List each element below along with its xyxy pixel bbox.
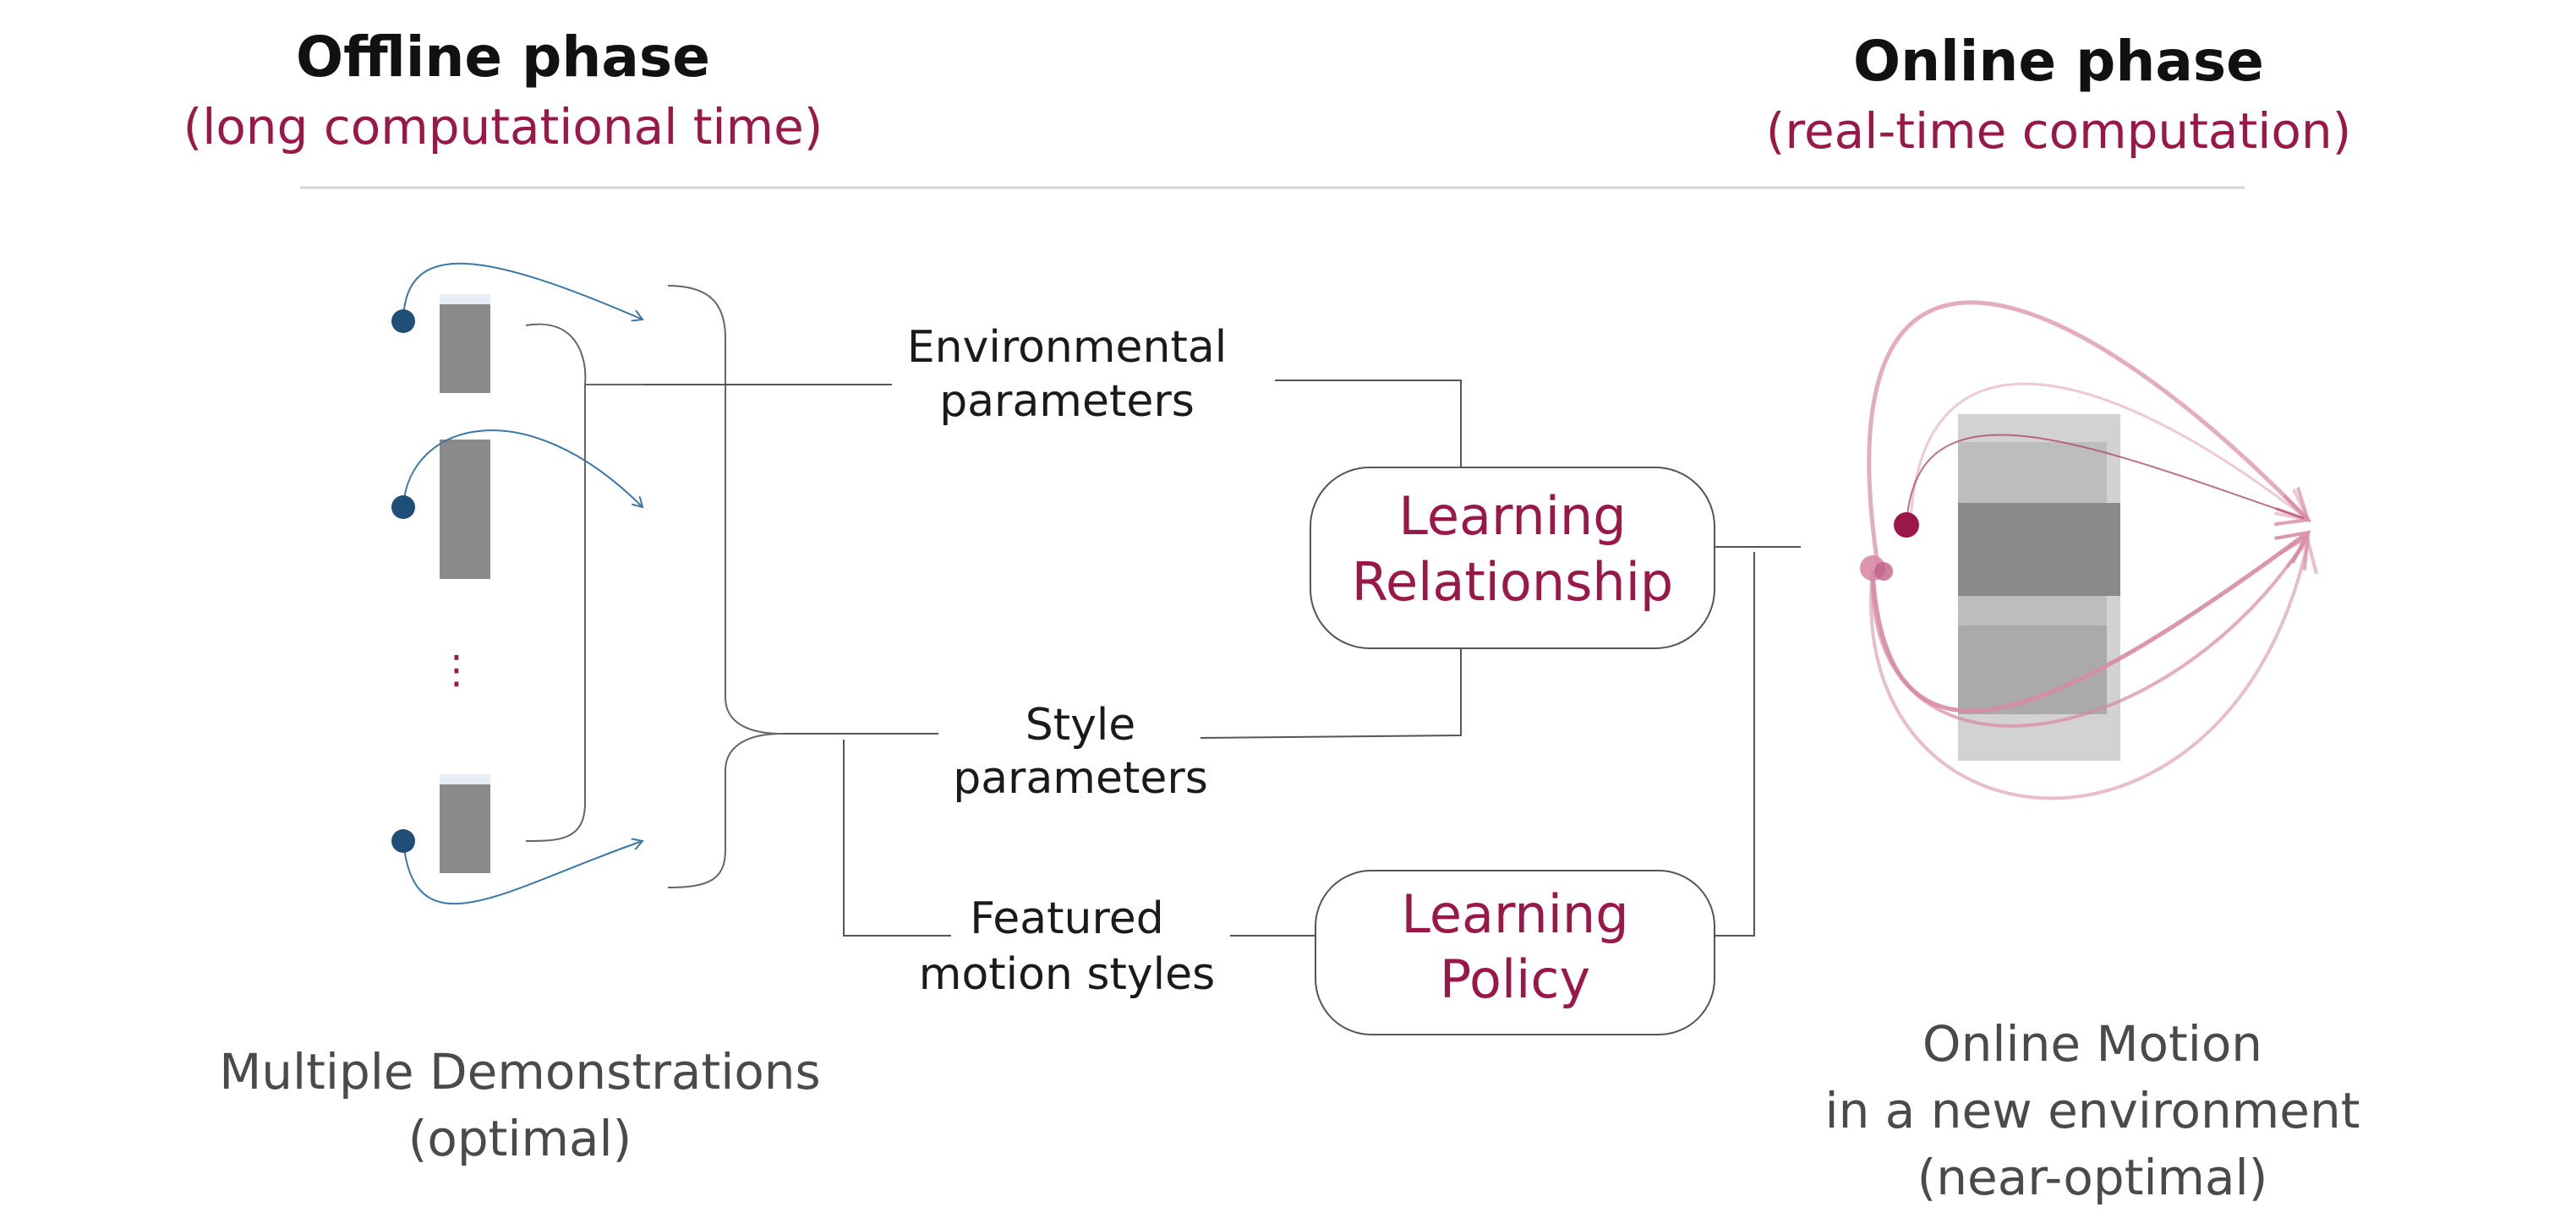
learning-relationship-label-1: Learning: [1398, 485, 1626, 547]
online-path-lower-3: [1869, 541, 2308, 800]
online-motion-caption-2: in a new environment: [1825, 1082, 2360, 1139]
demonstration-2: [391, 429, 643, 579]
learning-policy-label-2: Policy: [1440, 948, 1590, 1010]
online-path-lower-1: [1870, 533, 2308, 713]
connector-featured-left: [843, 740, 951, 937]
online-path-upper-inner: [1909, 382, 2308, 525]
online-motion-caption-1: Online Motion: [1922, 1015, 2262, 1073]
connector-policy-out: [1715, 552, 1755, 937]
learning-policy-box: Learning Policy: [1315, 870, 1715, 1035]
online-start-dot: [1894, 512, 1919, 538]
online-path-nominal: [1906, 434, 2308, 526]
featured-motion-styles-label-1: Featured: [970, 893, 1164, 944]
demo-path-2: [402, 429, 643, 507]
demonstration-1: [391, 262, 643, 393]
demo-start-dot-3: [391, 829, 415, 853]
online-motion-caption-3: (near-optimal): [1917, 1149, 2268, 1206]
offline-phase-subtitle: (long computational time): [183, 98, 823, 156]
demonstrations-brace: [667, 285, 783, 888]
online-motion-visual: [1860, 300, 2308, 800]
obstacle-1: [440, 304, 490, 393]
online-path-upper-outer: [1867, 300, 2308, 571]
learning-policy-frame: [1315, 870, 1715, 1035]
online-phase-title: Online phase: [1853, 29, 2264, 94]
inner-group-bracket: [525, 323, 587, 842]
online-start-dot-secondary: [1874, 562, 1893, 581]
style-parameters-label-2: parameters: [953, 753, 1208, 804]
style-parameters-label-1: Style: [1025, 700, 1136, 751]
featured-motion-styles-label-2: motion styles: [919, 949, 1215, 1000]
demonstration-3: [391, 774, 643, 904]
obstacle-3: [440, 784, 490, 873]
obstacle-top-1: [440, 294, 490, 304]
demonstrations-caption-1: Multiple Demonstrations: [219, 1043, 821, 1101]
demo-ellipsis: ⋮: [437, 647, 476, 692]
demo-start-dot-2: [391, 495, 415, 519]
learning-relationship-frame: [1310, 467, 1715, 649]
environmental-parameters-label-2: parameters: [939, 376, 1195, 427]
learning-relationship-box: Learning Relationship: [1310, 467, 1715, 649]
obstacle-2: [440, 440, 490, 579]
connector-style-right: [1200, 648, 1462, 739]
online-phase-subtitle: (real-time computation): [1766, 102, 2351, 160]
demo-start-dot-1: [391, 309, 415, 333]
learning-policy-label-1: Learning: [1401, 883, 1628, 945]
environmental-parameters-label-1: Environmental: [907, 322, 1227, 373]
obstacle-online-core: [1958, 503, 2120, 596]
offline-phase-title: Offline phase: [296, 25, 710, 90]
demo-path-1: [402, 262, 643, 320]
connector-env-right: [1275, 380, 1462, 467]
demonstrations-caption-2: (optimal): [408, 1110, 632, 1167]
online-path-lower-2: [1870, 537, 2308, 728]
learning-relationship-label-2: Relationship: [1352, 551, 1674, 613]
demo-path-3: [402, 841, 643, 904]
obstacle-top-3: [440, 774, 490, 784]
